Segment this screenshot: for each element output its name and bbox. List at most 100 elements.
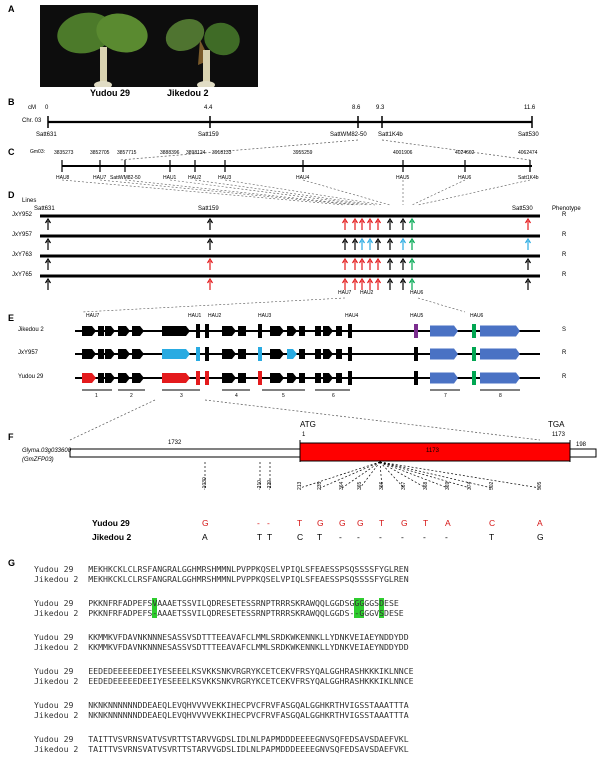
genotype-arrow	[358, 217, 366, 230]
jikedou-base: T	[317, 532, 323, 542]
jikedou-base: G	[537, 532, 544, 542]
genotype-arrow	[399, 217, 407, 230]
jikedou-base: C	[297, 532, 304, 542]
c-coord-7: 4001906	[393, 150, 413, 156]
panel-label-f: F	[8, 432, 14, 442]
seq-line-jikedou2: Jikedou 2 EEDEDEEEEEDEEIYESEEELKSVKKSNKV…	[34, 676, 414, 686]
c-coord-4: 3898124	[186, 150, 206, 156]
yudou-base: G	[357, 518, 364, 528]
d-marker-1: Satt159	[198, 206, 219, 212]
f-position-label: 369	[445, 481, 451, 490]
b-marker-3: Satt1K4b	[378, 132, 403, 138]
genotype-arrow	[399, 277, 407, 290]
e-row-name-2: Yudou 29	[18, 374, 44, 380]
genotype-arrow	[44, 217, 52, 230]
jikedou-base: -	[423, 532, 426, 542]
b-pos-3: 9.3	[376, 105, 385, 111]
seq-line-jikedou2: Jikedou 2 KKMMKVFDAVNKNNNESASSVSDTTTEEAV…	[34, 642, 409, 652]
label-yudou29: Yudou 29	[90, 88, 131, 98]
genotype-arrow	[366, 257, 374, 270]
genotype-arrow	[386, 277, 394, 290]
marker-bar	[472, 371, 476, 385]
genotype-arrow	[341, 237, 349, 250]
marker-bar	[196, 347, 200, 361]
c-marker-5: HAU3	[218, 175, 232, 181]
jikedou-base: -	[339, 532, 342, 542]
marker-bar	[472, 347, 476, 361]
genotype-arrow	[44, 237, 52, 250]
c-coord-2: 3857715	[117, 150, 137, 156]
yudou-base: C	[489, 518, 496, 528]
genotype-arrow	[374, 257, 382, 270]
exon-block	[299, 326, 305, 336]
e-top-marker-2: HAU2	[208, 313, 222, 319]
seq-line-jikedou2: Jikedou 2 NKNKNNNNNNDDEAEQLEVQHVVVVEKKIH…	[34, 710, 409, 720]
exon-block	[315, 349, 321, 359]
genotype-arrow	[366, 237, 374, 250]
genotype-arrow	[44, 257, 52, 270]
seq-line-jikedou2: Jikedou 2 MEKHKCKLCLRSFANGRALGGHMRSHMMNL…	[34, 574, 409, 584]
genotype-arrow	[351, 277, 359, 290]
e-top-marker-5: HAU5	[410, 313, 424, 319]
seq-line-jikedou2: Jikedou 2 PKKNFRFADPEFS-AAAETSSVILQDRESE…	[34, 608, 404, 618]
c-coord-0: 3835273	[54, 150, 74, 156]
d-row-name-3: JxY765	[12, 272, 33, 278]
exon-block	[238, 326, 246, 336]
f-position-label: 235	[317, 481, 323, 490]
genotype-arrow	[206, 217, 214, 230]
f-position-label: 502	[489, 481, 495, 490]
exon-block	[98, 349, 104, 359]
f-position-label: 365	[357, 481, 363, 490]
d-to-e-connectors	[81, 297, 466, 313]
yudou-base: G	[202, 518, 209, 528]
gene-arrow-block	[162, 349, 190, 359]
genotype-arrow	[374, 237, 382, 250]
seedling-photo	[40, 5, 258, 87]
e-rows	[75, 330, 540, 379]
figure-drawing	[40, 116, 597, 489]
genotype-arrow	[341, 257, 349, 270]
d-row-name-1: JxY957	[12, 232, 33, 238]
e-top-marker-4: HAU4	[345, 313, 359, 319]
exon-block	[238, 373, 246, 383]
genotype-arrow	[351, 237, 359, 250]
yudou-base: T	[379, 518, 385, 528]
e-gene-num-5: 6	[332, 393, 335, 399]
gene-arrow-block	[162, 326, 190, 336]
e-genes	[82, 324, 520, 385]
d-marker-2: Satt530	[512, 206, 533, 212]
f-gene-id: Glyma.03g033600	[22, 448, 72, 454]
gene-arrow-block	[480, 348, 520, 360]
yudou-base: G	[317, 518, 324, 528]
seq-line-jikedou2: Jikedou 2 TAITTVSVRNSVATVSVRTTSTARVVGDSL…	[34, 744, 409, 754]
genotype-arrow	[524, 217, 532, 230]
marker-bar	[414, 371, 418, 385]
jikedou-base: T	[489, 532, 495, 542]
panel-label-g: G	[8, 558, 16, 568]
c-coord-9: 4062474	[518, 150, 538, 156]
gene-arrow-block	[270, 349, 284, 359]
gene-arrow-block	[82, 349, 96, 359]
label-jikedou2: Jikedou 2	[167, 88, 209, 98]
genotype-arrow	[399, 257, 407, 270]
e-top-marker-0: HAU7	[86, 313, 100, 319]
seedling-illustration	[40, 5, 258, 87]
c-marker-3: HAU1	[163, 175, 177, 181]
seq-line-yudou29: Yudou 29 KKMMKVFDAVNKNNNESASSVSDTTTEEAVA…	[34, 632, 409, 642]
c-marker-9: Satt1K4b	[518, 175, 539, 181]
e-top-marker-1: HAU1	[188, 313, 202, 319]
jikedou-base: A	[202, 532, 208, 542]
gene-arrow-block	[430, 348, 458, 360]
genotype-arrow	[358, 237, 366, 250]
e-top-marker-6: HAU6	[470, 313, 484, 319]
f-snp-line	[319, 461, 381, 489]
b-pos-0: 0	[45, 105, 49, 111]
c-marker-2: SattWM82-50	[110, 175, 141, 181]
seq-line-yudou29: Yudou 29 EEDEDEEEEEDEEIYESEEELKSVKKSNKVR…	[34, 666, 414, 676]
f-position-label: -1030	[202, 477, 208, 490]
genotype-arrow	[399, 237, 407, 250]
marker-bar	[205, 347, 209, 361]
f-cds-length: 1173	[426, 448, 439, 454]
genotype-arrow	[524, 237, 532, 250]
f-start-codon: ATG	[300, 420, 316, 429]
